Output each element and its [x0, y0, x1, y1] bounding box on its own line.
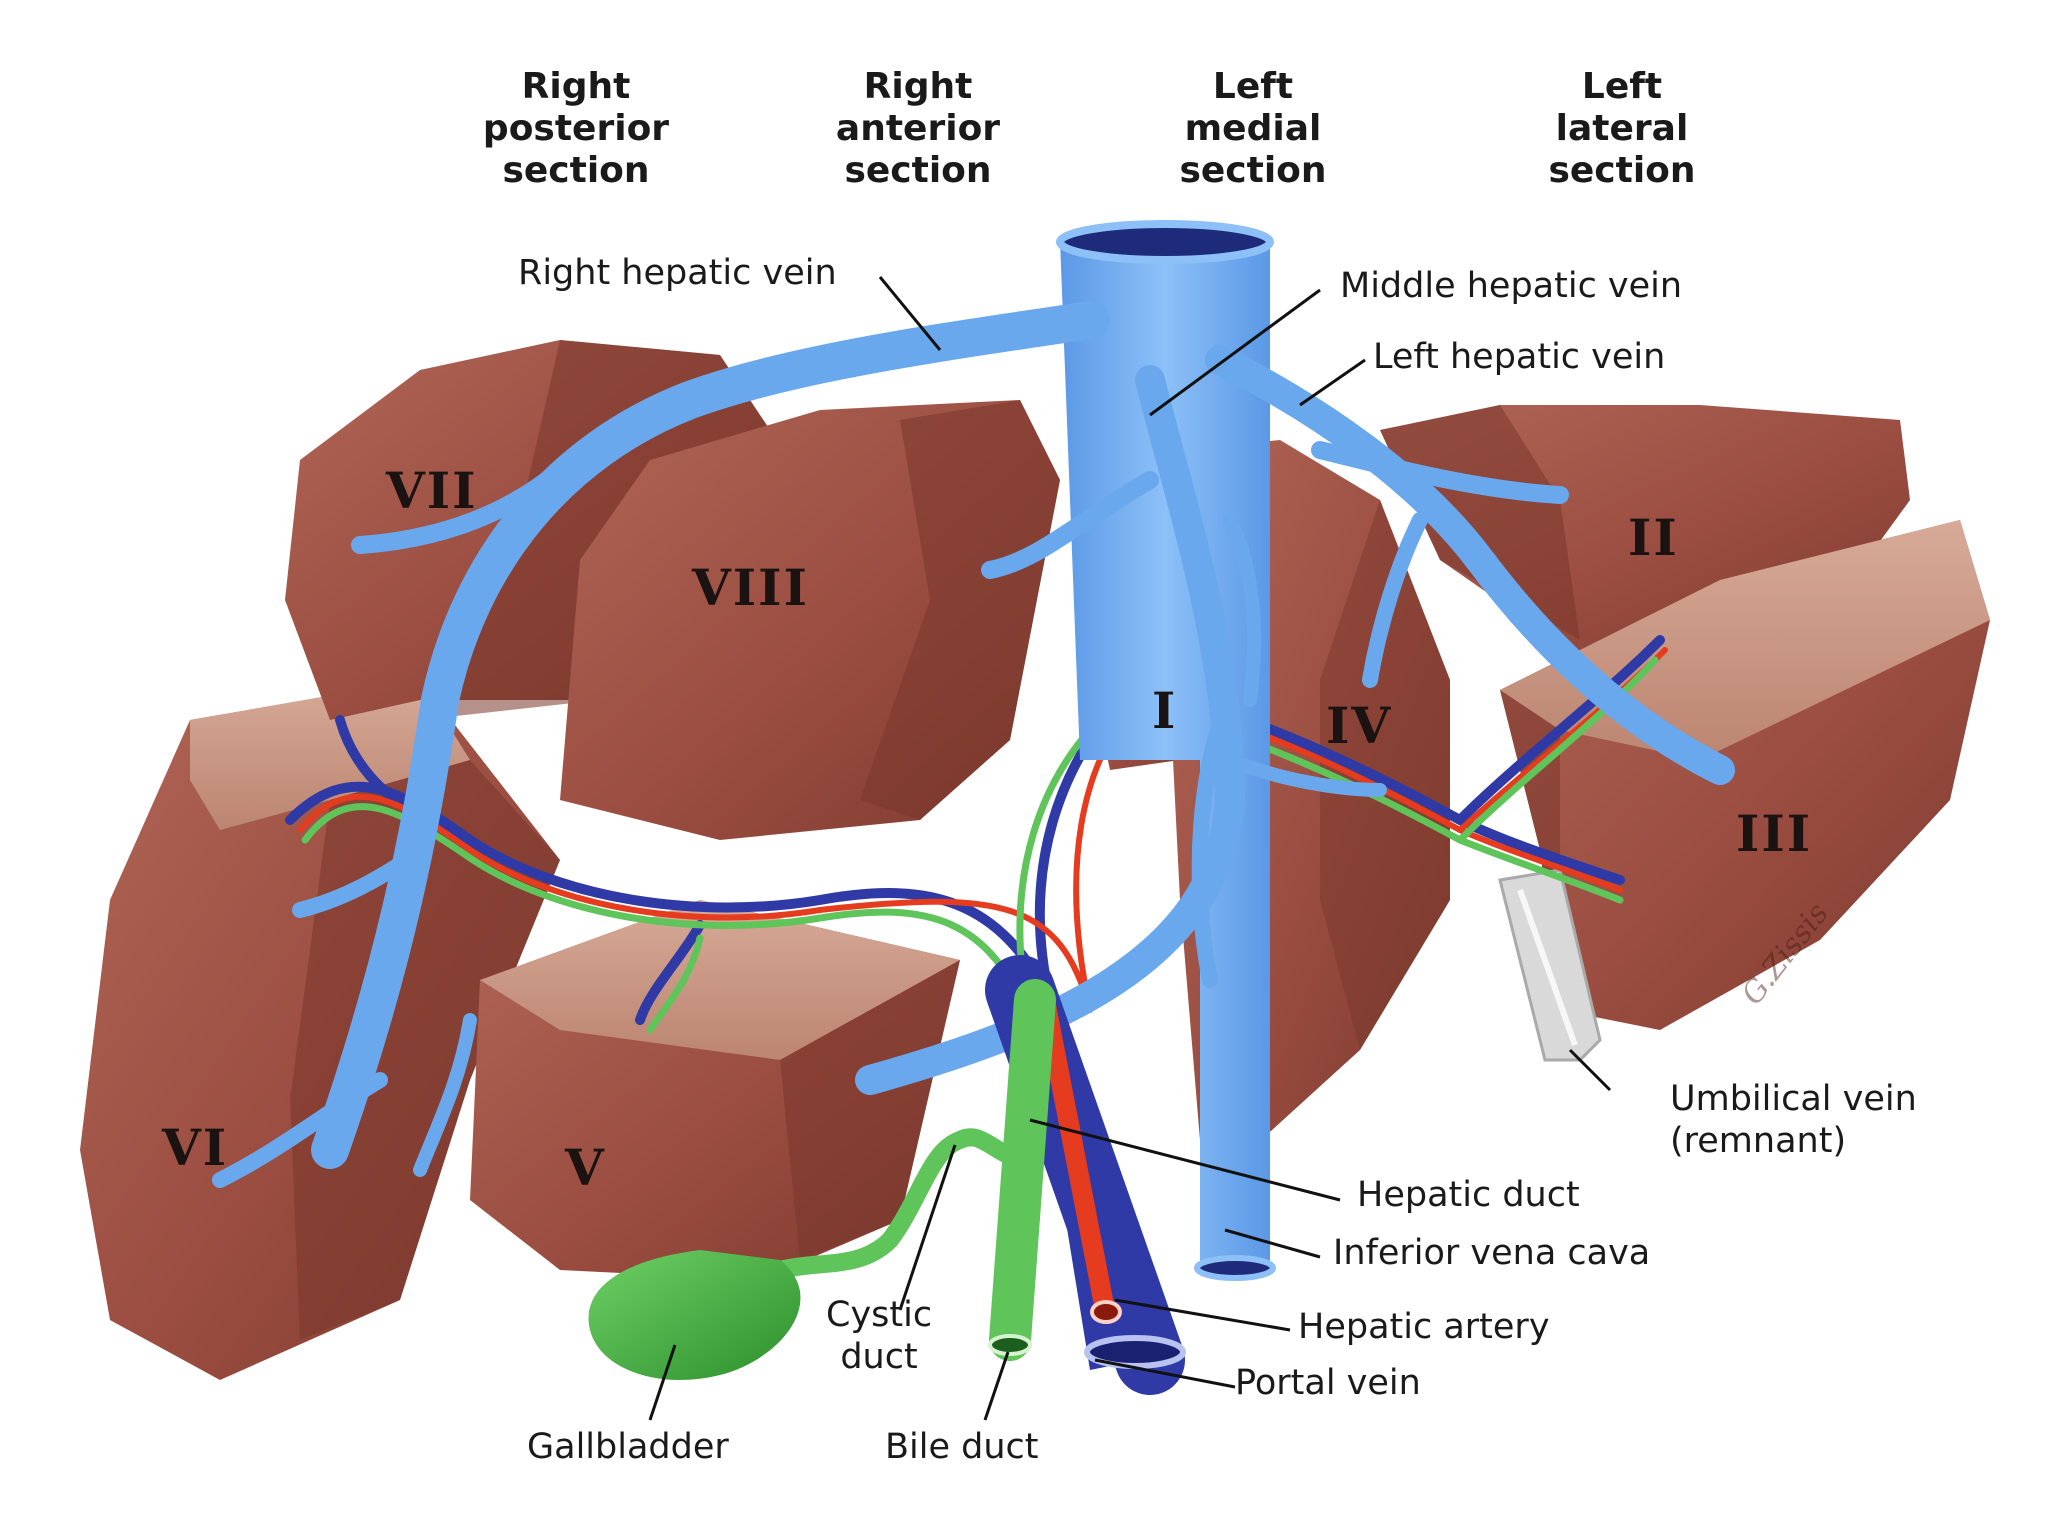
segment-viii-label: VIII [692, 558, 809, 617]
header-left-medial-section: Left medial section [1179, 66, 1327, 191]
segment-v-cut-face [480, 900, 960, 1060]
extrahepatic-structures [771, 955, 1186, 1395]
right-hepatic-vein-vessel [311, 301, 1109, 1169]
cystic-duct-vessel [771, 1128, 1029, 1279]
gallbladder-organ [588, 1250, 801, 1380]
segment-vii-label: VII [386, 461, 478, 520]
segment-iv-label: IV [1326, 696, 1393, 755]
segment-v-side [780, 960, 960, 1260]
segment-ii-label: II [1628, 508, 1679, 567]
segment-iii-label: III [1736, 804, 1813, 863]
label-bile-duct: Bile duct [885, 1427, 1039, 1467]
segment-vi-cut-face [190, 680, 470, 830]
header-right-anterior-section: Right anterior section [835, 66, 1001, 191]
segment-ii-side [1380, 405, 1580, 640]
label-gallbladder: Gallbladder [527, 1427, 729, 1467]
left-hepatic-vein-vessel [1205, 345, 1735, 785]
header-right-posterior-section: Right posterior section [482, 66, 670, 191]
hepatic-artery-trunk [1035, 990, 1115, 1320]
segment-iii-side [1500, 690, 1560, 1010]
segment-vi-label: VI [162, 1118, 229, 1177]
leader-lines [648, 276, 1612, 1421]
label-inferior-vena-cava: Inferior vena cava [1333, 1233, 1651, 1273]
segment-iv-side [1320, 500, 1450, 1050]
segment-viii-side [860, 400, 1060, 820]
segment-vii-side [420, 340, 770, 720]
label-right-hepatic-vein: Right hepatic vein [518, 253, 837, 293]
common-bile-duct [989, 979, 1056, 1361]
label-hepatic-artery: Hepatic artery [1298, 1307, 1550, 1347]
segment-i-label: I [1152, 681, 1178, 740]
label-umbilical-vein: Umbilical vein (remnant) [1670, 1079, 1917, 1161]
label-middle-hepatic-vein: Middle hepatic vein [1340, 266, 1683, 306]
header-left-lateral-section: Left lateral section [1548, 66, 1696, 191]
label-hepatic-duct: Hepatic duct [1357, 1175, 1580, 1215]
segment-v-label: V [565, 1138, 606, 1197]
label-portal-vein: Portal vein [1235, 1363, 1421, 1403]
segment-vi-side [290, 760, 560, 1340]
label-left-hepatic-vein: Left hepatic vein [1373, 337, 1666, 377]
label-cystic-duct: Cystic duct [826, 1295, 933, 1377]
